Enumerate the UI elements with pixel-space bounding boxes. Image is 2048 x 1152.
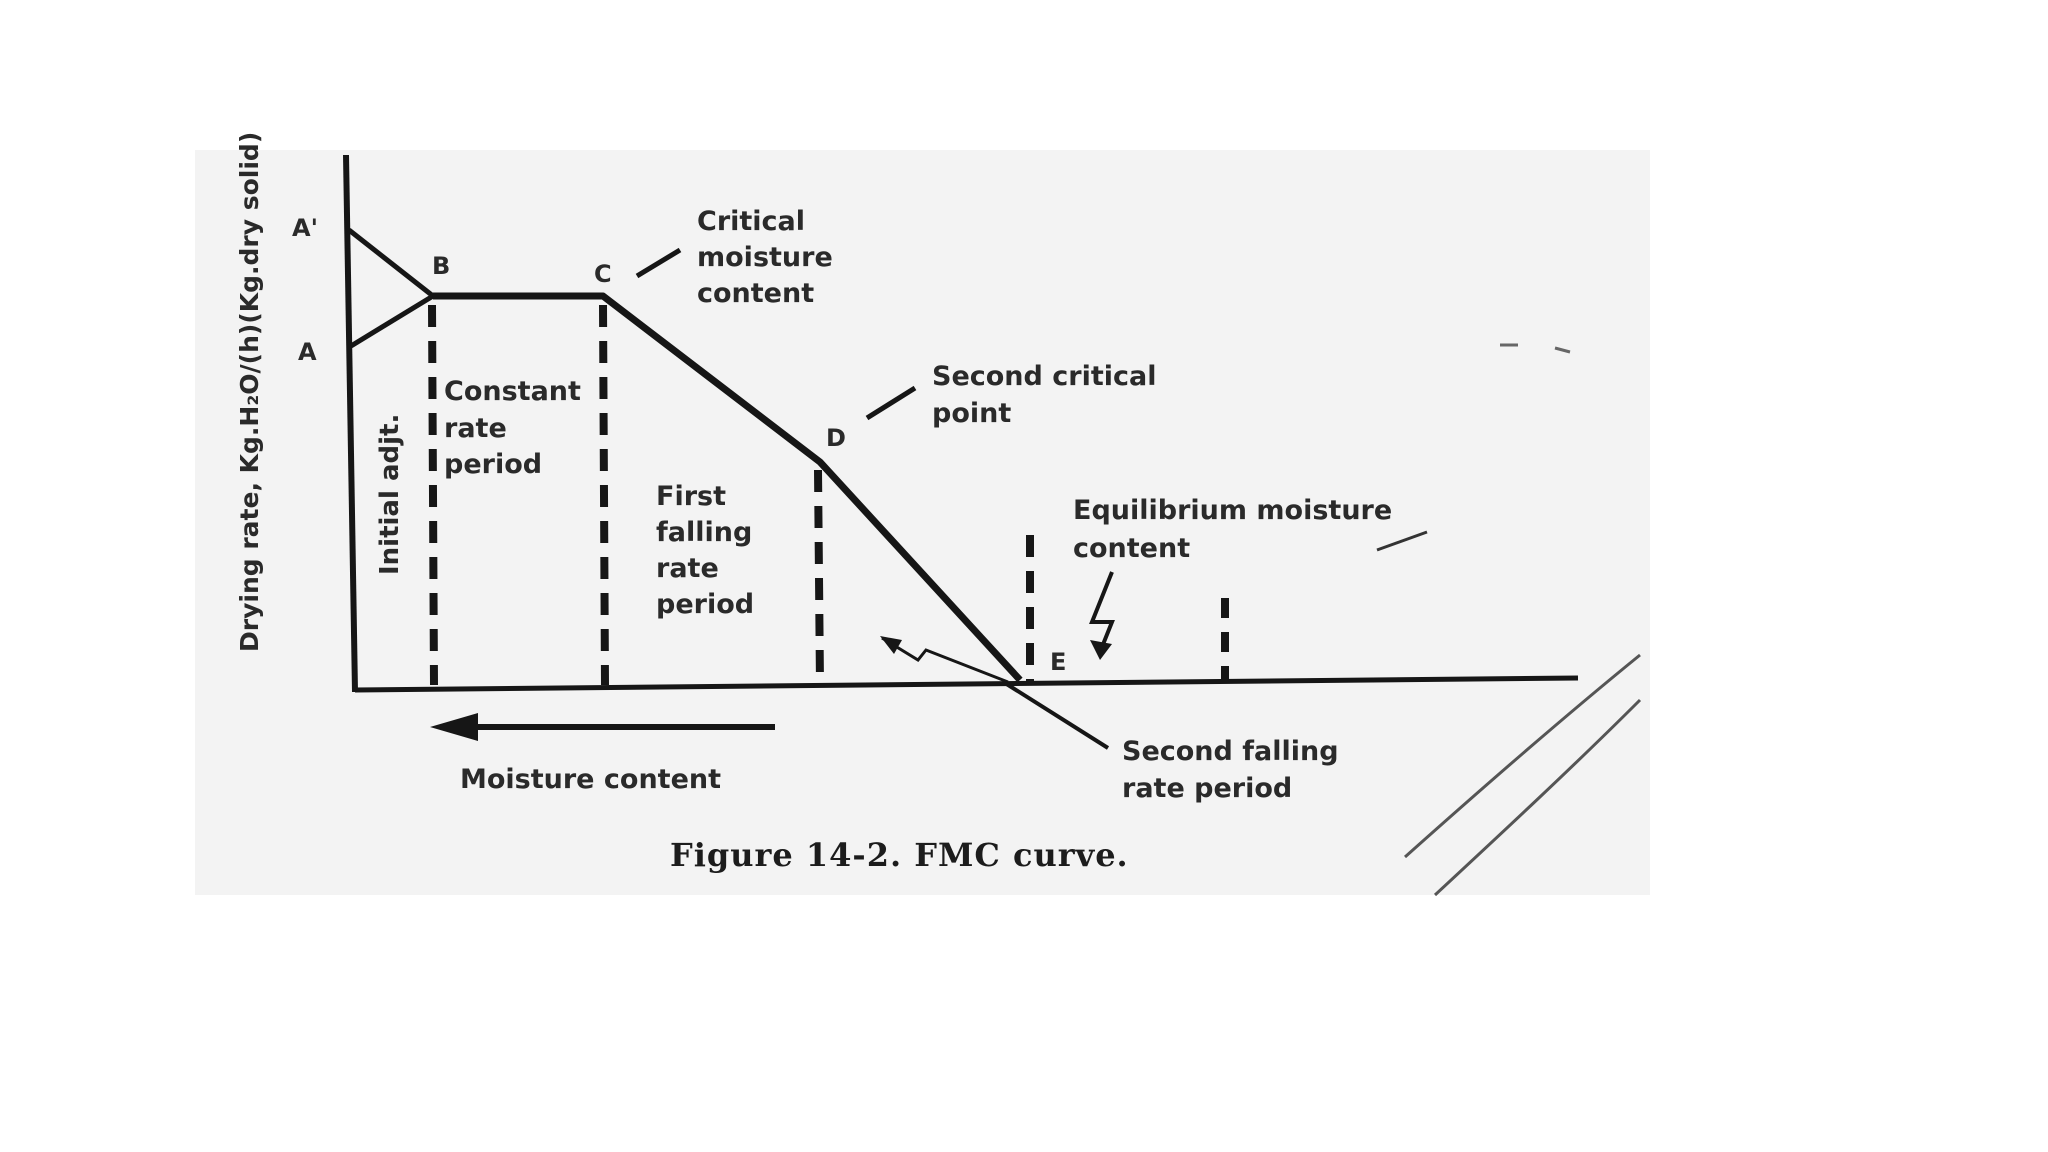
x-axis-label: Moisture content xyxy=(460,764,721,795)
equilibrium-zigzag-arrow xyxy=(1089,571,1115,653)
point-a-label: A xyxy=(298,338,317,366)
divider-c xyxy=(599,304,609,686)
equilibrium-line-2: content xyxy=(1073,533,1190,564)
critical-line-3: content xyxy=(697,278,814,309)
point-b-label: B xyxy=(432,252,450,280)
equilibrium-side-mark xyxy=(1376,530,1428,552)
second-critical-line-1: Second critical xyxy=(932,361,1156,392)
constant-rate-line-3: period xyxy=(444,449,542,480)
y-axis xyxy=(343,154,358,693)
figure-caption: Figure 14-2. FMC curve. xyxy=(670,836,1129,874)
critical-line-1: Critical xyxy=(697,206,805,237)
second-critical-line-2: point xyxy=(932,398,1011,429)
second-critical-leader xyxy=(865,385,917,421)
first-falling-line-2: falling xyxy=(656,517,752,548)
first-falling-arrow-head xyxy=(880,636,902,654)
pen-stroke-3 xyxy=(1500,343,1571,354)
initial-adj-label: Initial adjt. xyxy=(375,414,405,575)
initial-line-from-a-prime xyxy=(347,228,435,298)
pen-stroke-2 xyxy=(1433,698,1642,897)
divider-d xyxy=(814,469,824,686)
drying-rate-curve xyxy=(433,292,1023,683)
point-d-label: D xyxy=(826,424,846,452)
second-falling-line-1: Second falling xyxy=(1122,736,1339,767)
pen-stroke-1 xyxy=(1404,653,1641,859)
initial-line-from-a xyxy=(349,293,435,349)
moisture-arrow-head xyxy=(430,713,478,741)
equilibrium-line-1: Equilibrium moisture xyxy=(1073,495,1392,526)
point-c-label: C xyxy=(594,260,612,288)
constant-rate-line-1: Constant xyxy=(444,376,581,407)
point-a-prime-label: A' xyxy=(292,214,318,242)
equilibrium-arrow-head xyxy=(1090,640,1112,660)
divider-b xyxy=(428,304,438,686)
second-falling-line-2: rate period xyxy=(1122,773,1292,804)
critical-line-2: moisture xyxy=(697,242,833,273)
first-falling-line-3: rate xyxy=(656,553,719,584)
first-falling-zigzag-arrow xyxy=(881,636,1009,684)
x-axis xyxy=(354,675,1579,693)
second-falling-leader xyxy=(1003,681,1110,750)
first-falling-line-1: First xyxy=(656,481,726,512)
first-falling-line-4: period xyxy=(656,589,754,620)
point-e-label: E xyxy=(1050,648,1066,676)
constant-rate-line-2: rate xyxy=(444,413,507,444)
y-axis-label: Drying rate, Kg.H₂O/(h)(Kg.dry solid) xyxy=(235,132,264,652)
scanned-figure-background xyxy=(195,150,1650,895)
critical-leader xyxy=(635,247,682,279)
